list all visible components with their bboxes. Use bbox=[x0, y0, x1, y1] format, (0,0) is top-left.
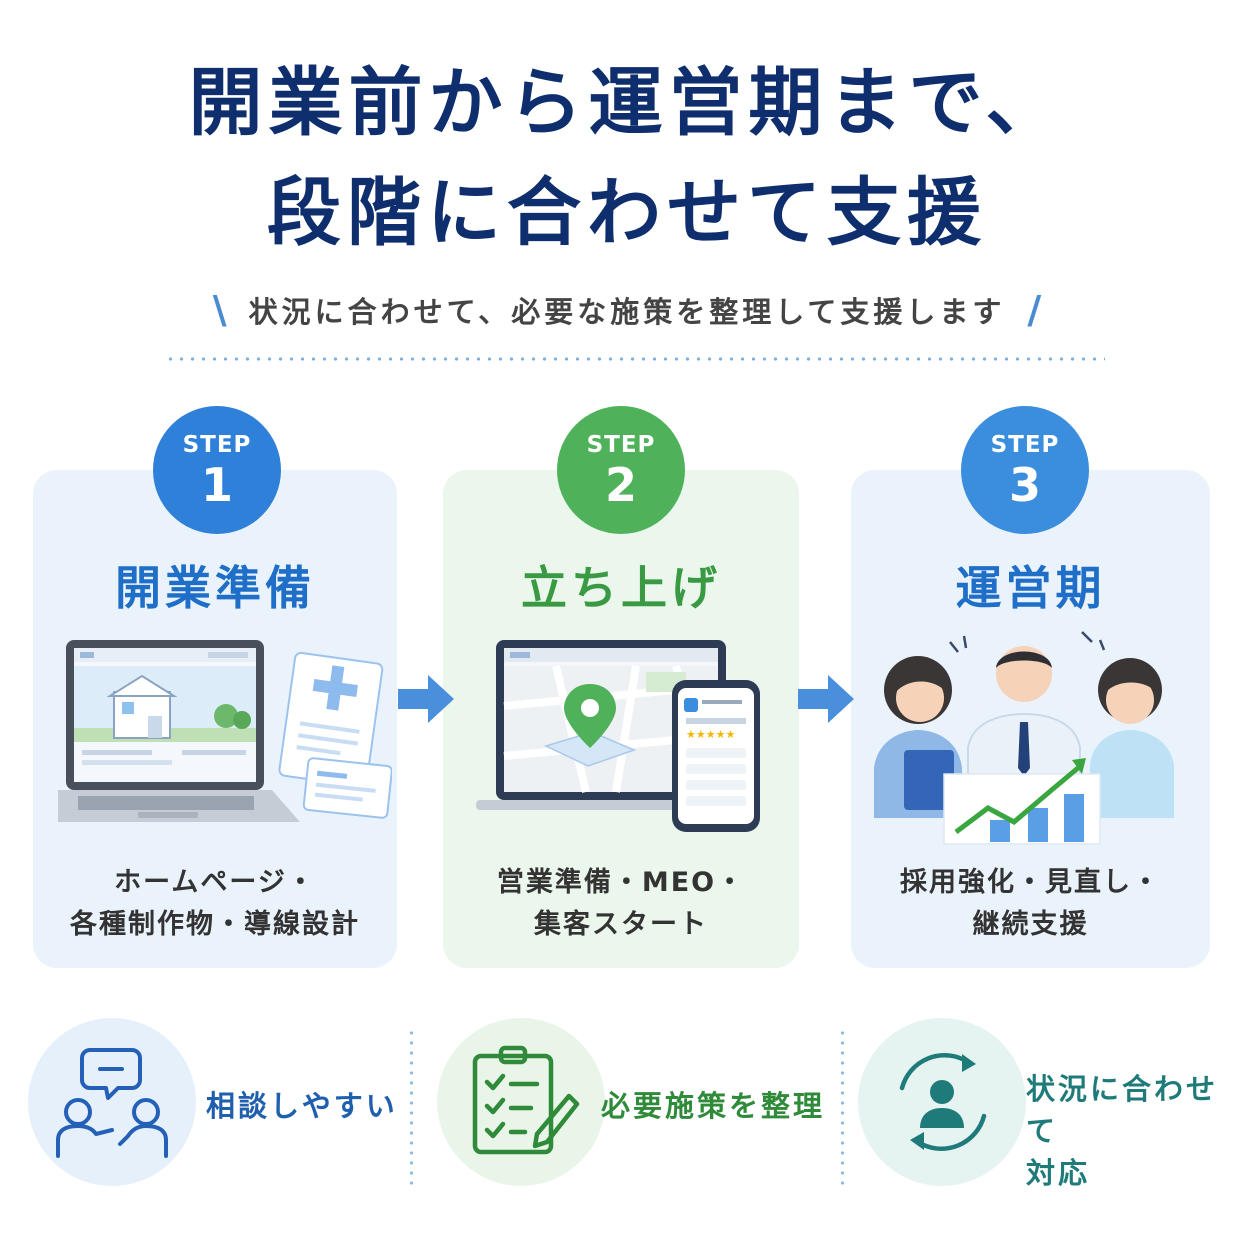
feature3-label: 状況に合わせて 対応 bbox=[1026, 1068, 1246, 1194]
step1-badge-label: STEP bbox=[182, 432, 252, 458]
consultation-people-icon bbox=[56, 1048, 168, 1158]
clipboard-checklist-icon bbox=[472, 1045, 580, 1155]
feature2-circle bbox=[437, 1018, 605, 1186]
dotted-divider bbox=[165, 356, 1105, 362]
step1-desc-line2: 各種制作物・導線設計 bbox=[70, 909, 360, 940]
subtitle-row: \ 状況に合わせて、必要な施策を整理して支援します / bbox=[160, 290, 1094, 330]
feature1-label: 相談しやすい bbox=[206, 1089, 398, 1123]
main-title-line2: 段階に合わせて支援 bbox=[267, 170, 987, 256]
vertical-divider bbox=[409, 1028, 414, 1186]
feature3-circle bbox=[858, 1018, 1026, 1186]
step2-badge-label: STEP bbox=[586, 432, 656, 458]
slash-right: / bbox=[1027, 288, 1042, 332]
subtitle: 状況に合わせて、必要な施策を整理して支援します bbox=[248, 295, 1006, 329]
step1-title: 開業準備 bbox=[115, 561, 315, 615]
feature1-circle bbox=[28, 1018, 196, 1186]
feature3-label-line2: 対応 bbox=[1026, 1156, 1091, 1190]
person-cycle-icon bbox=[899, 1053, 987, 1151]
step2-desc-line1: 営業準備・MEO・ bbox=[496, 867, 746, 898]
step1-desc-line1: ホームページ・ bbox=[114, 867, 316, 898]
step1-number: 1 bbox=[200, 458, 233, 512]
laptop-website-illustration bbox=[58, 640, 392, 822]
step1-badge: STEP 1 bbox=[153, 406, 281, 534]
step2-description: 営業準備・MEO・ 集客スタート bbox=[443, 862, 799, 946]
step2-number: 2 bbox=[604, 458, 637, 512]
step3-title: 運営期 bbox=[955, 561, 1106, 615]
step3-badge-label: STEP bbox=[990, 432, 1060, 458]
arrow-right-icon bbox=[798, 675, 854, 723]
step2-badge: STEP 2 bbox=[557, 406, 685, 534]
feature2-label: 必要施策を整理 bbox=[601, 1089, 826, 1123]
step3-desc-line1: 採用強化・見直し・ bbox=[900, 867, 1161, 898]
main-title-line1: 開業前から運営期まで、 bbox=[188, 60, 1066, 146]
step3-number: 3 bbox=[1008, 458, 1041, 512]
step3-badge: STEP 3 bbox=[961, 406, 1089, 534]
arrow-right-icon bbox=[398, 675, 454, 723]
step2-desc-line2: 集客スタート bbox=[534, 909, 708, 940]
svg-text:★★★★★: ★★★★★ bbox=[686, 728, 735, 741]
step2-title: 立ち上げ bbox=[521, 561, 721, 615]
staff-growth-illustration bbox=[874, 631, 1174, 845]
map-phone-illustration: ★★★★★ bbox=[476, 640, 760, 832]
step3-desc-line2: 継続支援 bbox=[972, 909, 1089, 940]
slash-left: \ bbox=[212, 288, 227, 332]
step3-description: 採用強化・見直し・ 継続支援 bbox=[851, 862, 1210, 946]
step1-description: ホームページ・ 各種制作物・導線設計 bbox=[33, 862, 397, 946]
feature3-label-line1: 状況に合わせて bbox=[1026, 1072, 1219, 1148]
vertical-divider bbox=[840, 1028, 845, 1186]
